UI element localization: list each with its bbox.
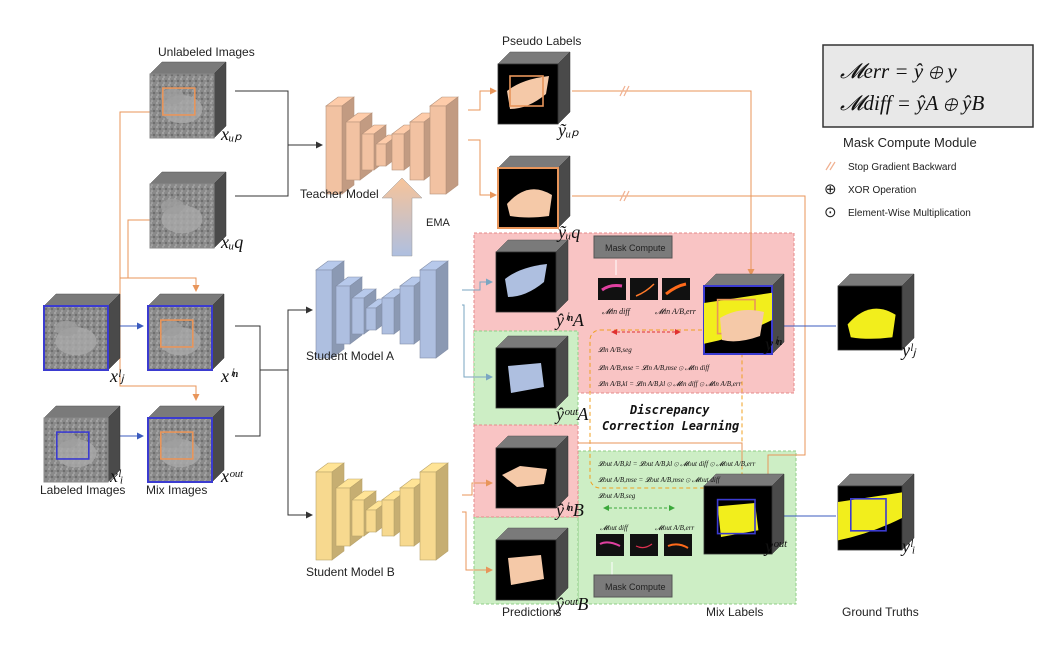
line-mix-students [235,325,261,437]
sym-yB-out: ŷᵒᵘᵗB [554,594,588,614]
label-unlabeled-images: Unlabeled Images [158,45,255,59]
cube-y-j-l [837,273,915,351]
line-pseudo-yout [572,195,806,481]
sym-y-q-u: ỹᵤq [556,222,580,242]
xor-icon: ⊕ [824,181,837,198]
cube-x-i-l [43,405,121,483]
line-a-yin [462,278,493,291]
sym-x-q-u: xᵤq [220,232,243,252]
sym-y-p-u: ỹᵤₚ [556,120,579,140]
mask-compute-bottom-box [593,574,673,598]
sym-yB-in: ŷⁱⁿB [554,500,584,520]
formula-box [822,44,1034,128]
sym-y-in: yⁱⁿ [763,334,782,354]
svg-text:Stop Gradient Backward: Stop Gradient Backward [848,162,956,173]
student-b-network [315,462,449,561]
mask-label-out-diff: 𝓜out diff [600,524,629,532]
svg-text:XOR Operation: XOR Operation [848,185,916,196]
cube-yB-in [495,435,569,509]
sym-y-out: yᵒᵘᵗ [763,536,787,556]
label-student-a: Student Model A [306,349,394,363]
loss-in-kl: 𝓛in A/B,kl = 𝓛in A/B,kl ⊙ 𝓜in diff ⊙ 𝓜in… [598,380,742,388]
student-a-network [315,260,449,359]
formula-m-diff: 𝓜diff = ŷA ⊕ ŷB [840,91,984,115]
mask-label-out-err: 𝓜out A/B,err [655,524,694,532]
loss-out-seg: 𝓛out A/B,seg [598,492,636,500]
sym-x-in: xⁱⁿ [220,366,238,386]
sym-y-j-l: yˡⱼ [900,340,917,360]
cube-x-j-l [43,293,121,371]
stop-gradient-marks [619,85,630,202]
mask-label-in-err: 𝓜in A/B,err [655,307,697,316]
mask-compute-bottom-label: Mask Compute [605,582,666,592]
label-ground-truths: Ground Truths [842,605,919,619]
sym-y-i-l: yˡᵢ [900,536,915,556]
line-xp-teacher [235,90,323,149]
label-student-b: Student Model B [306,565,395,579]
loss-out-mse: 𝓛out A/B,mse = 𝓛out A/B,mse ⊙ 𝓜out diff [598,476,721,484]
elementwise-icon: ⊙ [824,204,837,221]
line-xq-mix [127,219,152,278]
dcl-title-line1: Discrepancy [629,403,710,417]
mask-label-in-diff: 𝓜in diff [602,307,632,316]
cube-x-in [147,293,225,371]
label-ema: EMA [426,217,451,229]
line-xq-teacher [235,145,289,197]
line-b-yin [462,479,493,496]
svg-text:Element-Wise Multiplication: Element-Wise Multiplication [848,208,971,219]
sym-x-out: xᵒᵘᵗ [220,466,243,486]
mask-thumbs-in [598,278,690,300]
label-mix-images: Mix Images [146,483,207,497]
formula-m-err: 𝓜err = ŷ ⊕ y [840,59,957,83]
line-a-yout [462,304,493,381]
legend-xor: ⊕ XOR Operation [824,181,916,198]
cube-y-i-l [837,473,915,551]
label-mix-labels: Mix Labels [706,605,763,619]
line-pseudo-yin [572,90,755,276]
label-labeled-images: Labeled Images [40,483,125,497]
legend-stop-gradient: Stop Gradient Backward [825,161,956,173]
loss-in-seg: 𝓛in A/B,seg [598,346,632,354]
line-cross [578,442,743,468]
cube-x-p-u [149,61,227,139]
cube-x-out [147,405,225,483]
cube-yA-in [495,239,569,313]
cube-yA-out [495,335,569,409]
sym-x-i-l: xˡᵢ [109,466,123,486]
line-teacher-pseudo-p [468,87,497,111]
loss-in-mse: 𝓛in A/B,mse = 𝓛in A/B,mse ⊙ 𝓜in diff [598,364,710,372]
mask-compute-top-label: Mask Compute [605,243,666,253]
line-teacher-pseudo-q [468,139,497,199]
label-pseudo-labels: Pseudo Labels [502,34,581,48]
cube-y-p-u [497,51,571,125]
mask-thumbs-out [596,534,692,556]
cube-yB-out [495,527,569,601]
sym-yA-in: ŷⁱⁿA [554,310,585,330]
cube-y-q-u [497,155,571,229]
sym-x-p-u: xᵤₚ [220,124,242,144]
cube-y-in [703,273,785,355]
line-mix-studentA [260,306,313,371]
label-teacher-model: Teacher Model [300,187,379,201]
cube-x-q-u [149,171,227,249]
loss-out-kl: 𝓛out A/B,kl = 𝓛out A/B,kl ⊙ 𝓜out diff ⊙ … [598,460,756,468]
sym-x-j-l: xˡⱼ [109,366,125,386]
dcl-title-line2: Correction Learning [602,419,739,433]
teacher-model-network [325,96,459,195]
label-predictions: Predictions [502,605,561,619]
cube-y-out [703,473,785,555]
mask-compute-module-title: Mask Compute Module [843,135,977,150]
sym-yA-out: ŷᵒᵘᵗA [554,404,589,424]
ema-arrow [381,177,423,257]
line-b-yout [462,511,493,574]
line-mix-studentB [287,370,313,519]
legend-elementwise: ⊙ Element-Wise Multiplication [824,204,971,221]
mask-compute-top-box [593,235,673,259]
